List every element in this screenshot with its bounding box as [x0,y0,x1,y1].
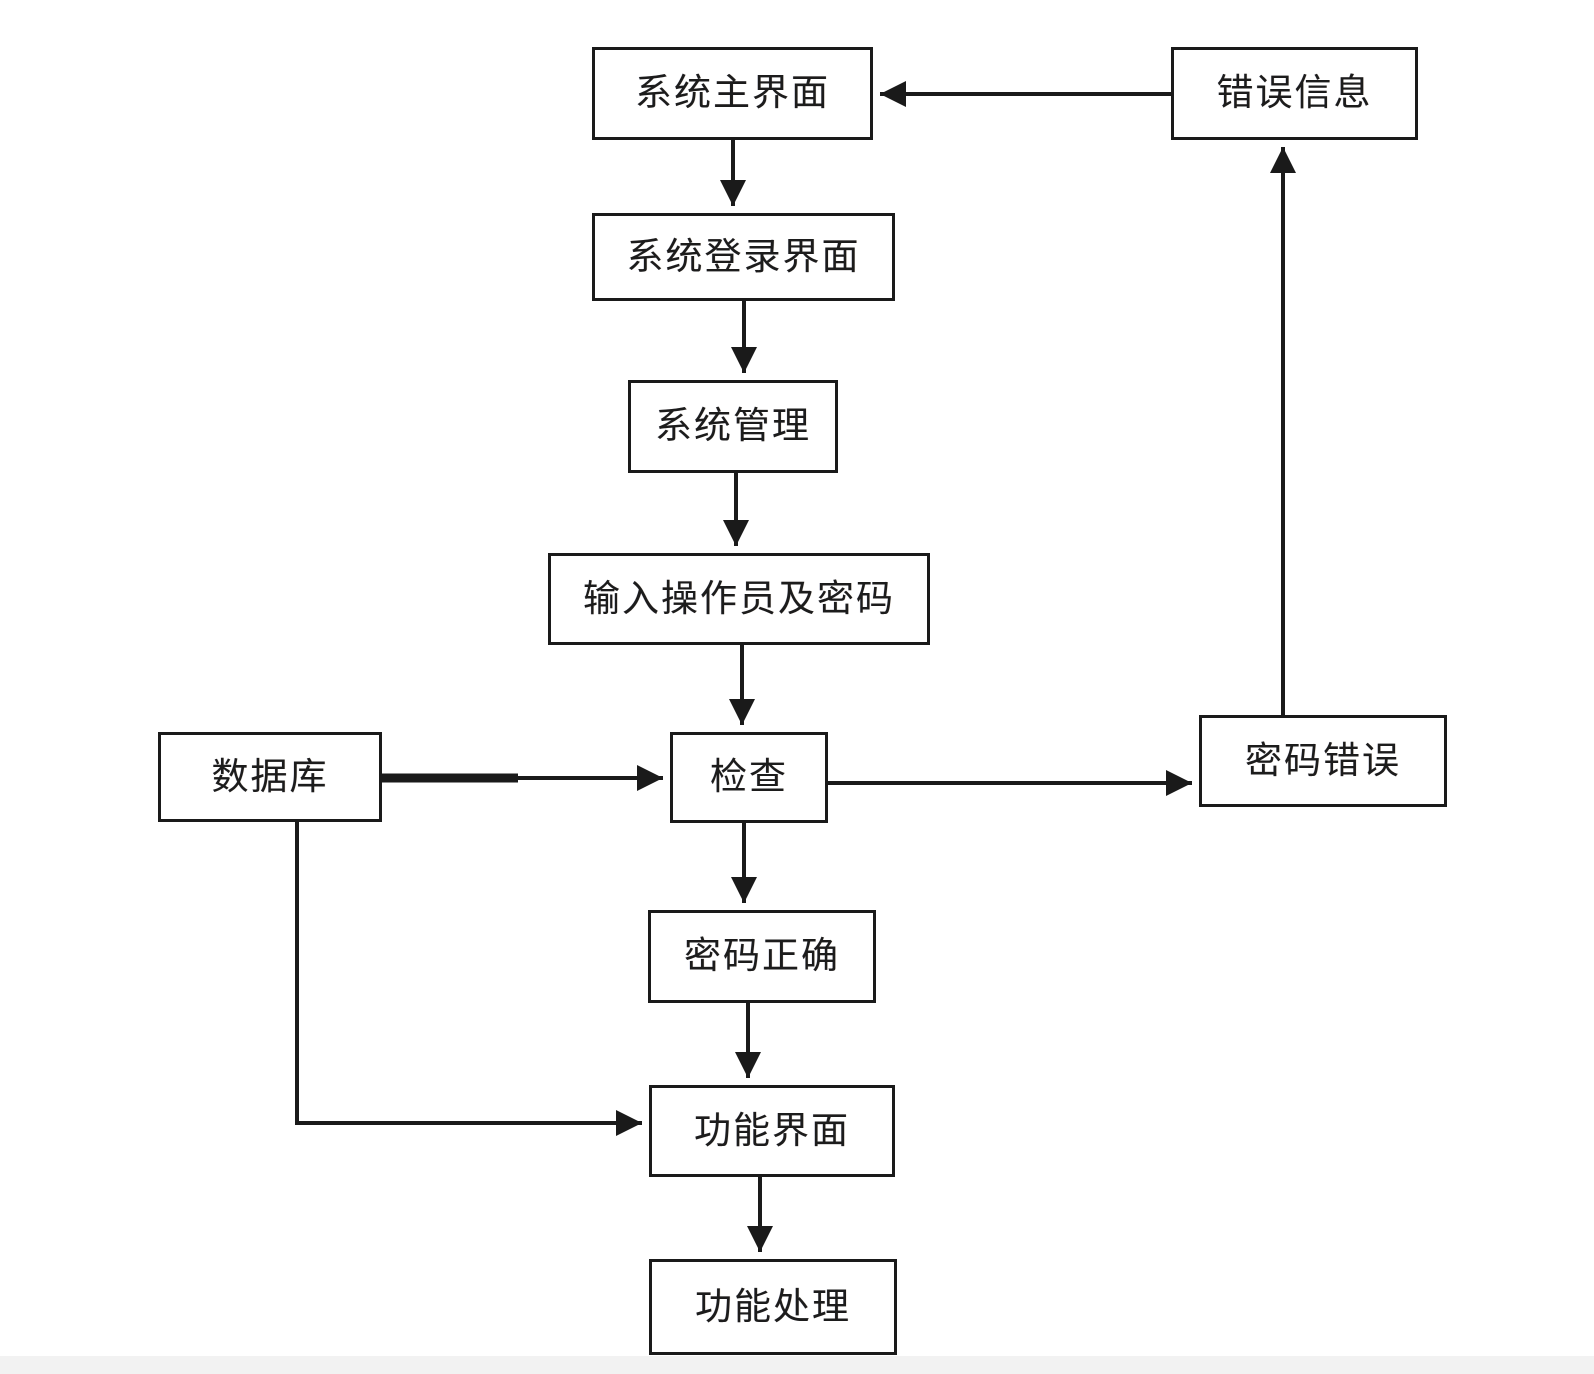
node-error_msg[interactable]: 错误信息 [1171,47,1418,140]
node-label-input_cred: 输入操作员及密码 [583,578,895,620]
node-database[interactable]: 数据库 [158,732,382,822]
arrowhead-e_admin_to_input [723,520,749,546]
node-label-login_ui: 系统登录界面 [626,236,861,278]
node-label-pwd_wrong: 密码错误 [1245,740,1401,782]
node-label-database: 数据库 [211,756,329,798]
edge-e_db_to_funcui [295,822,642,1125]
arrowhead-e_ok_to_funcui [735,1052,761,1078]
node-check[interactable]: 检查 [670,732,828,823]
arrowhead-e_main_to_login [720,180,746,206]
node-label-error_msg: 错误信息 [1216,73,1373,114]
node-pwd_ok[interactable]: 密码正确 [648,910,876,1003]
node-label-func_proc: 功能处理 [695,1286,851,1328]
node-label-main_ui: 系统主界面 [635,73,830,114]
node-func_proc[interactable]: 功能处理 [649,1259,897,1355]
node-pwd_wrong[interactable]: 密码错误 [1199,715,1447,807]
node-label-func_ui: 功能界面 [694,1110,850,1152]
arrowhead-e_wrong_to_errmsg [1270,147,1296,173]
node-label-pwd_ok: 密码正确 [684,936,840,977]
node-input_cred[interactable]: 输入操作员及密码 [548,553,930,645]
page-bottom-strip [0,1356,1594,1374]
node-label-check: 检查 [710,757,788,798]
arrowhead-e_db_to_funcui [616,1110,642,1136]
node-func_ui[interactable]: 功能界面 [649,1085,895,1177]
arrowhead-e_check_to_wrong [1166,770,1192,796]
arrowhead-e_login_to_admin [731,347,757,373]
arrowhead-e_db_to_check [637,765,663,791]
arrowhead-e_funcui_to_proc [747,1226,773,1252]
node-sys_admin[interactable]: 系统管理 [628,380,838,473]
arrowhead-e_errmsg_to_main [880,81,906,107]
node-main_ui[interactable]: 系统主界面 [592,47,873,140]
arrowhead-e_input_to_check [729,699,755,725]
node-login_ui[interactable]: 系统登录界面 [592,213,895,301]
arrowhead-e_check_to_ok [731,877,757,903]
node-label-sys_admin: 系统管理 [655,406,811,447]
